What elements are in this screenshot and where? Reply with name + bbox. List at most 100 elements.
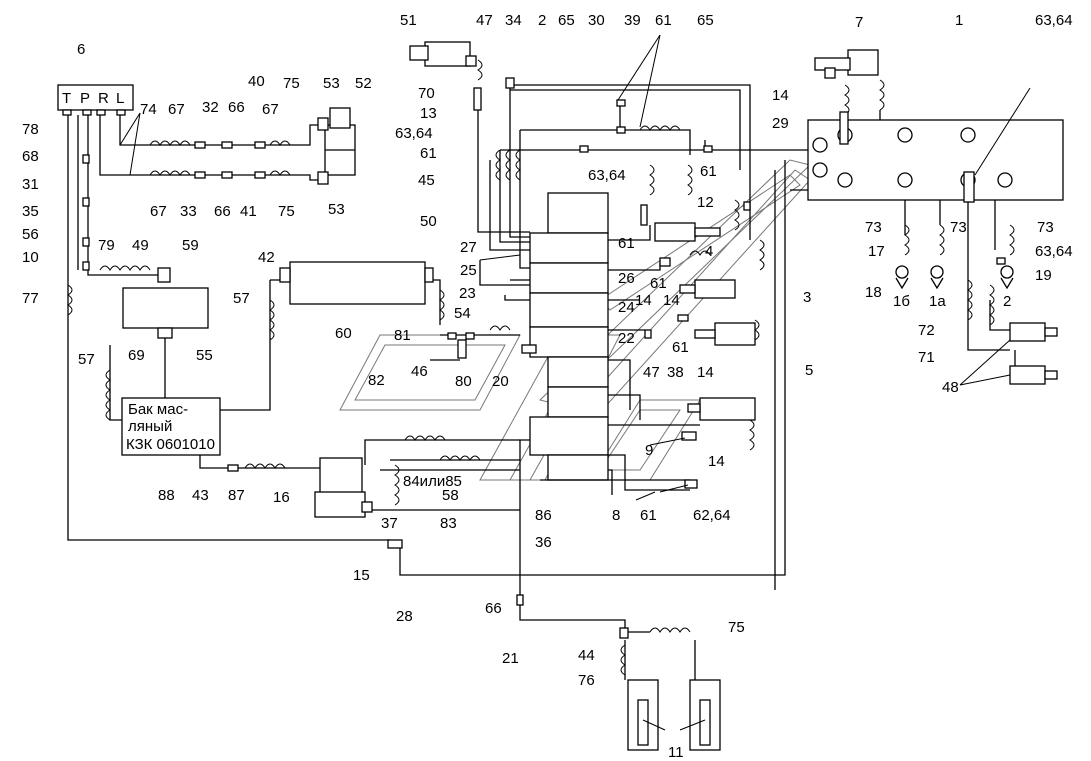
- callout: 28: [396, 608, 413, 625]
- callout: 30: [588, 12, 605, 29]
- callout: 48: [942, 379, 959, 396]
- cylinder-7: [814, 49, 879, 79]
- port-label-p: P: [80, 90, 90, 107]
- callout: 20: [492, 373, 509, 390]
- callout: 87: [228, 487, 245, 504]
- callout: 43: [192, 487, 209, 504]
- callout: 47: [643, 364, 660, 381]
- callout: 83: [440, 515, 457, 532]
- callout: 24: [618, 299, 635, 316]
- callout: 33: [180, 203, 197, 220]
- callout: 67: [150, 203, 167, 220]
- cylinder-48: [1009, 322, 1058, 385]
- callout: 61: [640, 507, 657, 524]
- callout: 40: [248, 73, 265, 90]
- port-label-r: R: [98, 90, 109, 107]
- callout: 52: [355, 75, 372, 92]
- callout: 61: [672, 339, 689, 356]
- callout: 8: [612, 507, 620, 524]
- callout: 32: [202, 99, 219, 116]
- callout: 71: [918, 349, 935, 366]
- callout: 61: [618, 235, 635, 252]
- callout: 11: [668, 744, 684, 761]
- callout: 60: [335, 325, 352, 342]
- callout: 61: [700, 163, 717, 180]
- callout: 17: [868, 243, 885, 260]
- callout: 65: [558, 12, 575, 29]
- callout: 75: [283, 75, 300, 92]
- callout: 59: [182, 237, 199, 254]
- callout: 73: [1037, 219, 1054, 236]
- cylinder-3: [694, 322, 756, 346]
- callout: 75: [728, 619, 745, 636]
- callout: 9: [645, 442, 653, 459]
- callout: 14: [663, 292, 680, 309]
- callout: 15: [353, 567, 370, 584]
- oil-tank: Бак мас- ляный КЗК 0601010: [121, 397, 221, 456]
- callout: 44: [578, 647, 595, 664]
- cylinder-12: [654, 222, 721, 242]
- callout: 34: [505, 12, 522, 29]
- variant-label: 84или85: [403, 473, 462, 490]
- callout: 1: [955, 12, 963, 29]
- callout: 42: [258, 249, 275, 266]
- callout: 70: [418, 85, 435, 102]
- callout: 63,64: [1035, 12, 1073, 29]
- callout: 54: [454, 305, 471, 322]
- callout: 57: [78, 351, 95, 368]
- callout: 81: [394, 327, 411, 344]
- callout: 67: [168, 101, 185, 118]
- port-mark-1b: 1б: [893, 293, 910, 310]
- callout: 47: [476, 12, 493, 29]
- callout: 5: [805, 362, 813, 379]
- cylinder-51: [409, 41, 477, 67]
- callout: 66: [214, 203, 231, 220]
- callout: 50: [420, 213, 437, 230]
- distributor-block: [529, 192, 609, 481]
- callout: 16: [273, 489, 290, 506]
- callout: 75: [278, 203, 295, 220]
- callout: 37: [381, 515, 398, 532]
- hose-lines: [67, 84, 1016, 680]
- callout: 61: [655, 12, 672, 29]
- callout: 61: [650, 275, 667, 292]
- filter-59: [122, 287, 209, 329]
- callout: 27: [460, 239, 477, 256]
- leader-lines: [119, 34, 1031, 731]
- callout: 35: [22, 203, 39, 220]
- callout: 2: [538, 12, 546, 29]
- callout: 49: [132, 237, 149, 254]
- callout: 86: [535, 507, 552, 524]
- flex-hoses: [67, 59, 1015, 676]
- callout: 23: [459, 285, 476, 302]
- quick-couplings: 1б 1а 2: [893, 265, 1014, 310]
- callout: 10: [22, 249, 39, 266]
- callout: 14: [697, 364, 714, 381]
- callout: 57: [233, 290, 250, 307]
- callout: 14: [635, 292, 652, 309]
- callout: 3: [803, 289, 811, 306]
- callout: 73: [950, 219, 967, 236]
- port-label-l: L: [116, 90, 124, 107]
- callout: 79: [98, 237, 115, 254]
- port-mark-2: 2: [1003, 293, 1011, 310]
- callout: 61: [420, 145, 437, 162]
- callout: 55: [196, 347, 213, 364]
- pump-16: [314, 457, 373, 518]
- callout: 26: [618, 270, 635, 287]
- tank-label-line1: Бак мас-: [128, 401, 188, 418]
- callout-labels: 51 47 34 2 65 30 39 61 65 7 1 63,64 6 75…: [22, 12, 1073, 761]
- callout: 82: [368, 372, 385, 389]
- port-mark-1a: 1а: [929, 293, 946, 310]
- callout: 51: [400, 12, 417, 29]
- callout: 14: [708, 453, 725, 470]
- callout: 63,64: [395, 125, 433, 142]
- cylinder-4: [679, 279, 736, 299]
- manifold-1: [807, 111, 1064, 203]
- cylinder-11: [627, 679, 721, 751]
- callout: 21: [502, 650, 519, 667]
- callout: 46: [411, 363, 428, 380]
- callout: 62,64: [693, 507, 731, 524]
- callout: 66: [485, 600, 502, 617]
- callout: 31: [22, 176, 39, 193]
